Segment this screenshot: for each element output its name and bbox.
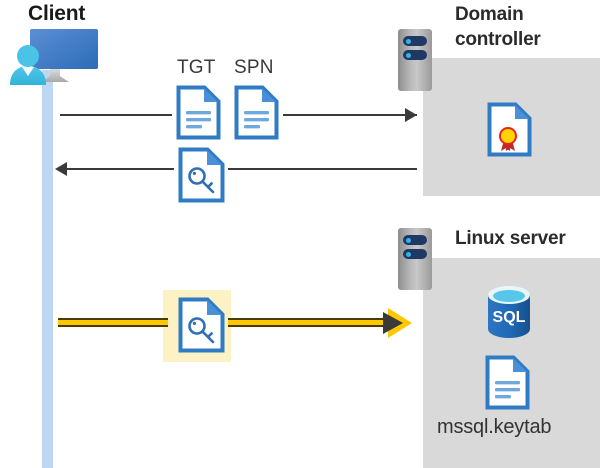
server-bay-icon: [403, 235, 427, 245]
svg-text:SQL: SQL: [493, 309, 526, 326]
linux-server-title: Linux server: [455, 228, 566, 249]
token-label-tgt: TGT: [177, 57, 216, 78]
domain-controller-title: Domain controller: [455, 2, 595, 52]
user-at-computer-icon: [6, 27, 100, 89]
certificate-document-icon: [487, 102, 532, 157]
keytab-document-icon: [485, 355, 530, 410]
sql-database-icon: SQL: [484, 285, 534, 341]
server-bay-icon: [403, 249, 427, 259]
server-led-icon: [406, 52, 411, 58]
token-label-spn: SPN: [234, 57, 274, 78]
server-led-icon: [406, 38, 411, 44]
flow-3-line-left: [58, 318, 168, 327]
key-document-icon: [178, 297, 225, 353]
flow-2-arrowhead: [55, 162, 67, 176]
flow-1-arrowhead: [405, 108, 417, 122]
document-icon: [176, 85, 221, 140]
flow-1-line-right: [283, 114, 417, 116]
server-led-icon: [406, 237, 411, 243]
client-lifeline: [42, 70, 53, 468]
server-led-icon: [406, 251, 411, 257]
keytab-file-label: mssql.keytab: [437, 416, 552, 438]
key-document-icon: [178, 147, 225, 203]
domain-controller-title-line2: controller: [455, 29, 541, 50]
domain-controller-title-line1: Domain: [455, 4, 524, 25]
server-bay-icon: [403, 50, 427, 60]
server-rack-icon: [398, 228, 432, 290]
document-icon: [234, 85, 279, 140]
server-bay-icon: [403, 36, 427, 46]
flow-3-line-right: [228, 318, 396, 327]
flow-2-line-left: [66, 168, 174, 170]
flow-3-arrowhead-inner: [383, 312, 403, 334]
flow-1-line-left: [60, 114, 172, 116]
client-title: Client: [28, 2, 86, 25]
server-rack-icon: [398, 29, 432, 91]
flow-2-line-right: [228, 168, 417, 170]
